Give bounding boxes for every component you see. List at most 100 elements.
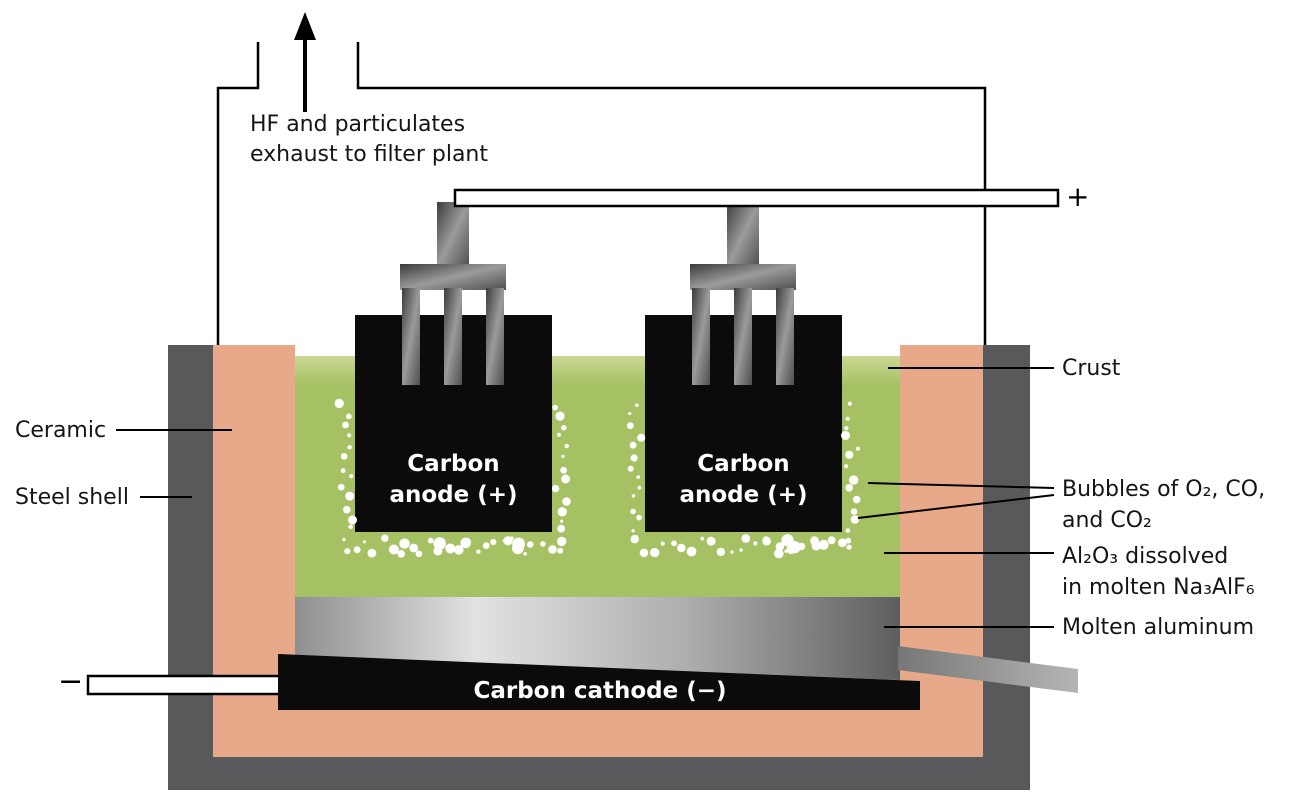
cathode-collector-bar [898, 646, 1078, 693]
gas-bubbles-right [626, 401, 861, 559]
gas-bubble [630, 454, 638, 462]
anode-prong [444, 288, 462, 385]
plus-bus-bar [453, 188, 1060, 208]
molten-aluminum-layer [295, 597, 900, 680]
gas-bubble [344, 548, 351, 555]
gas-bubble [349, 474, 354, 479]
electrolyte-label-line2: in molten Na₃AlF₆ [1062, 575, 1255, 600]
bubbles-label-line2: and CO₂ [1062, 508, 1152, 533]
gas-bubble [557, 547, 564, 554]
gas-bubble [540, 541, 546, 547]
gas-bubble [347, 445, 352, 450]
gas-bubble [850, 515, 860, 524]
gas-bubble [637, 485, 642, 490]
gas-bubble [845, 528, 851, 533]
gas-bubble [844, 426, 849, 431]
anode-prong [776, 288, 794, 385]
gas-bubble [342, 537, 346, 542]
gas-bubble [635, 403, 639, 408]
minus-rod [86, 674, 302, 696]
exhaust-label-line1: HF and particulates [250, 112, 466, 137]
gas-bubble [381, 534, 389, 542]
gas-bubble [564, 443, 569, 449]
gas-bubble [636, 475, 641, 479]
gas-bubble [630, 508, 636, 515]
gas-bubble [739, 548, 743, 552]
leader-bubbles-2 [857, 494, 1055, 519]
gas-bubble [445, 543, 456, 554]
gas-bubble [660, 541, 665, 546]
gas-bubble [629, 441, 637, 449]
gas-bubble [855, 446, 860, 451]
gas-bubble [399, 538, 410, 549]
anode-right-label-line2: anode (+) [679, 482, 808, 508]
anode-prong [486, 288, 504, 385]
gas-bubble [626, 422, 634, 430]
gas-bubble [852, 495, 861, 504]
gas-bubble [850, 508, 858, 515]
anode-rod-left [437, 202, 469, 268]
gas-bubble [347, 433, 352, 438]
gas-bubble [348, 515, 357, 525]
gas-bubble [557, 524, 566, 533]
crust-label: Crust [1062, 356, 1121, 381]
gas-bubble [345, 491, 355, 501]
gas-bubble [845, 450, 854, 459]
gas-bubble [827, 536, 836, 545]
gas-bubble [490, 538, 497, 546]
gas-bubble [627, 465, 634, 472]
gas-bubble [555, 411, 565, 421]
gas-bubble [557, 507, 567, 517]
gas-bubble [476, 549, 481, 554]
anode-right-label: Carbon anode (+) [645, 449, 842, 511]
exhaust-label-line2: exhaust to filter plant [250, 142, 488, 167]
anode-left-label: Carbon anode (+) [355, 449, 552, 511]
gas-bubble [548, 545, 557, 554]
exhaust-arrow-head [294, 12, 316, 40]
bubbles-label-line1: Bubbles of O₂, CO, [1062, 477, 1266, 502]
gas-bubble [849, 475, 859, 485]
gas-bubble [334, 398, 344, 409]
gas-bubble [557, 432, 561, 437]
exhaust-duct-left [216, 42, 260, 345]
gas-bubble [561, 425, 567, 431]
gas-bubble [560, 466, 567, 474]
molten-aluminum-label: Molten aluminum [1062, 615, 1255, 640]
gas-bubble [845, 416, 850, 421]
gas-bubble [762, 536, 771, 546]
gas-bubble [512, 537, 525, 551]
gas-bubble [753, 541, 758, 546]
gas-bubble [838, 538, 847, 548]
anode-prong [734, 288, 752, 385]
gas-bubble [775, 542, 785, 551]
gas-bubble [557, 536, 567, 547]
anode-right-label-line1: Carbon [697, 451, 790, 477]
gas-bubble [460, 537, 472, 549]
gas-bubble [845, 484, 853, 492]
gas-bubble [630, 535, 639, 544]
gas-bubble [561, 454, 565, 459]
gas-bubble [846, 544, 852, 550]
gas-bubble [700, 536, 705, 541]
steel-shell-label: Steel shell [15, 485, 129, 510]
gas-bubble [637, 433, 646, 442]
exhaust-label: HF and particulates exhaust to filter pl… [250, 110, 488, 170]
gas-bubble [482, 542, 490, 549]
gas-bubble [427, 537, 434, 544]
gas-bubble [716, 547, 725, 557]
gas-bubble [345, 413, 352, 420]
gas-bubble [845, 537, 852, 544]
gas-bubble [730, 550, 734, 554]
gas-bubble [650, 547, 660, 558]
gas-bubble [774, 548, 784, 559]
gas-bubble [818, 539, 829, 550]
gas-bubble [340, 453, 348, 460]
gas-bubble [686, 546, 697, 557]
gas-bubble [552, 404, 558, 411]
anode-prong [692, 288, 710, 385]
gas-bubble [337, 483, 345, 491]
ceramic-label: Ceramic [15, 418, 107, 443]
bubbles-label: Bubbles of O₂, CO, and CO₂ [1062, 474, 1265, 536]
gas-bubble [342, 421, 349, 429]
gas-bubble [409, 543, 419, 553]
